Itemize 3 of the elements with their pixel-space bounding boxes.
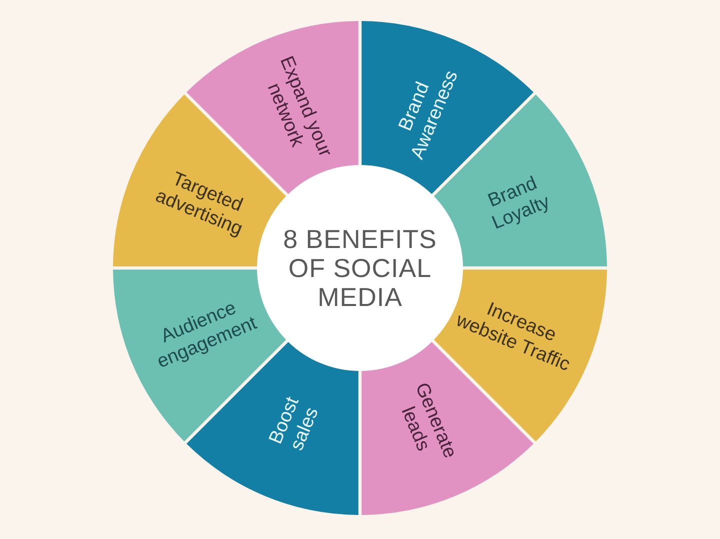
- center-title: 8 BENEFITS OF SOCIAL MEDIA: [282, 224, 438, 312]
- segment-label: Boost sales: [264, 393, 324, 456]
- segment-label: Brand Loyalty: [484, 172, 554, 236]
